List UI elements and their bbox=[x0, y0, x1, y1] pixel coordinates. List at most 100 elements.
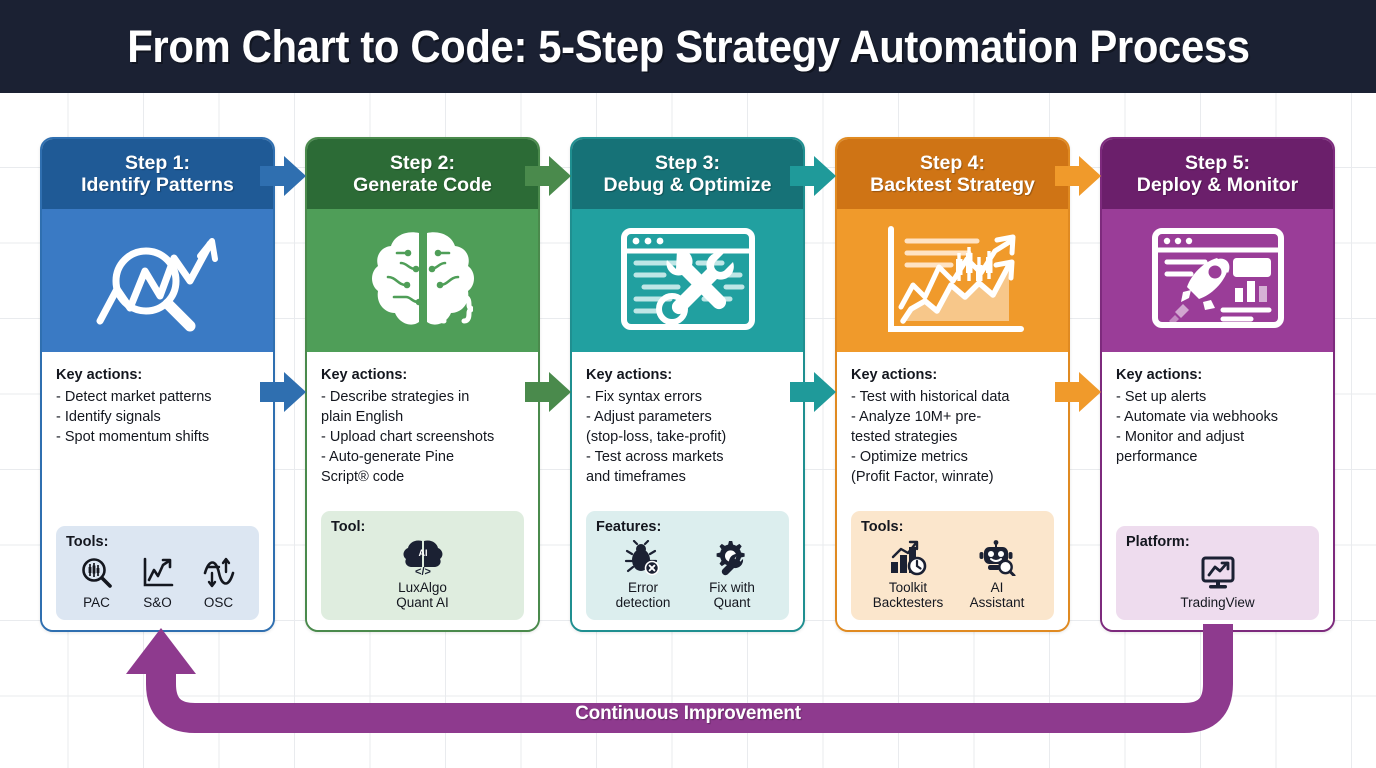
tool-osc[interactable]: OSC bbox=[188, 554, 248, 610]
list-item: - Test with historical data bbox=[851, 389, 1010, 405]
step-5-number: Step 5: bbox=[1184, 151, 1250, 174]
monitor-chart-icon bbox=[1198, 554, 1238, 592]
list-item: - Detect market patterns bbox=[56, 389, 212, 405]
list-item: (stop-loss, take-profit) bbox=[586, 429, 727, 445]
connector-arrow-3-mid bbox=[790, 372, 836, 412]
tool-label: TradingView bbox=[1180, 594, 1255, 610]
platform-tradingview[interactable]: TradingView bbox=[1126, 554, 1309, 610]
list-item: - Upload chart screenshots bbox=[321, 429, 495, 445]
svg-text:</>: </> bbox=[415, 566, 431, 578]
step-2-icon-band bbox=[307, 209, 538, 352]
step-4-header: Step 4: Backtest Strategy bbox=[837, 139, 1068, 209]
svg-text:AI: AI bbox=[418, 548, 427, 558]
tool-label: AI Assistant bbox=[969, 579, 1025, 610]
bar-chart-clock-icon bbox=[888, 539, 928, 577]
tool-label: Fix with Quant bbox=[709, 579, 755, 610]
list-item: (Profit Factor, winrate) bbox=[851, 469, 994, 485]
list-item: - Auto-generate Pine bbox=[321, 449, 455, 465]
step-card-4[interactable]: Step 4: Backtest Strategy Key act bbox=[835, 137, 1070, 632]
oscillator-wave-icon bbox=[202, 554, 236, 592]
tool-toolkit-backtesters[interactable]: Toolkit Backtesters bbox=[866, 539, 950, 610]
step-4-number: Step 4: bbox=[919, 151, 985, 174]
step-4-tools-heading: Tools: bbox=[861, 518, 904, 535]
list-item: - Set up alerts bbox=[1116, 389, 1207, 405]
tool-luxalgo-quant-ai[interactable]: AI </> LuxAlgo Quant AI bbox=[331, 539, 514, 610]
step-3-features-heading: Features: bbox=[596, 518, 662, 535]
step-1-actions-heading: Key actions: bbox=[56, 367, 143, 383]
list-item: - Adjust parameters bbox=[586, 409, 712, 425]
step-2-number: Step 2: bbox=[389, 151, 455, 174]
tool-label: S&O bbox=[143, 594, 172, 610]
list-item: plain English bbox=[321, 409, 404, 425]
connector-arrow-1-mid bbox=[260, 372, 306, 412]
connector-arrow-2-mid bbox=[525, 372, 571, 412]
list-item: - Spot momentum shifts bbox=[56, 429, 210, 445]
list-item: - Test across markets bbox=[586, 449, 724, 465]
list-item: - Analyze 10M+ pre- bbox=[851, 409, 982, 425]
rocket-dashboard-icon bbox=[1151, 227, 1284, 328]
step-card-1[interactable]: Step 1: Identify Patterns Key actions: -… bbox=[40, 137, 275, 632]
step-5-body: Key actions: - Set up alerts - Automate … bbox=[1102, 352, 1333, 630]
step-1-tools-box: Tools: PAC bbox=[56, 525, 259, 620]
tool-label: OSC bbox=[203, 594, 234, 610]
list-item: Script® code bbox=[321, 469, 405, 485]
list-item: - Optimize metrics bbox=[851, 449, 968, 465]
step-card-2[interactable]: Step 2: Generate Code bbox=[305, 137, 540, 632]
step-5-actions-list: - Set up alerts - Automate via webhooks … bbox=[1116, 387, 1319, 467]
connector-arrow-4-mid bbox=[1055, 372, 1101, 412]
step-3-body: Key actions: - Fix syntax errors - Adjus… bbox=[572, 352, 803, 630]
robot-magnifier-icon bbox=[977, 539, 1017, 577]
bug-error-icon bbox=[624, 539, 662, 577]
step-3-name: Debug & Optimize bbox=[603, 174, 772, 196]
step-2-header: Step 2: Generate Code bbox=[307, 139, 538, 209]
tool-sando[interactable]: S&O bbox=[127, 554, 187, 610]
tool-label: Toolkit Backtesters bbox=[872, 579, 944, 610]
tool-label: LuxAlgo Quant AI bbox=[396, 579, 449, 610]
ai-brain-code-icon bbox=[371, 231, 474, 325]
page-title: From Chart to Code: 5-Step Strategy Auto… bbox=[126, 20, 1250, 72]
list-item: - Identify signals bbox=[56, 409, 161, 425]
step-1-header: Step 1: Identify Patterns bbox=[42, 139, 273, 209]
backtest-chart-icon bbox=[887, 225, 1024, 332]
connector-arrow-4-top bbox=[1055, 156, 1101, 196]
list-item: tested strategies bbox=[851, 429, 958, 445]
step-3-header: Step 3: Debug & Optimize bbox=[572, 139, 803, 209]
step-1-body: Key actions: - Detect market patterns - … bbox=[42, 352, 273, 630]
ai-brain-chip-icon: AI </> bbox=[401, 539, 445, 578]
step-3-number: Step 3: bbox=[654, 151, 720, 174]
connector-arrow-3-top bbox=[790, 156, 836, 196]
step-card-5[interactable]: Step 5: Deploy & Monitor bbox=[1100, 137, 1335, 632]
step-4-icon-band bbox=[837, 209, 1068, 352]
step-card-3[interactable]: Step 3: Debug & Optimize bbox=[570, 137, 805, 632]
title-bar: From Chart to Code: 5-Step Strategy Auto… bbox=[0, 0, 1376, 93]
list-item: - Fix syntax errors bbox=[586, 389, 703, 405]
step-5-platform-box: Platform: TradingView bbox=[1116, 525, 1319, 620]
tool-label: Error detection bbox=[615, 579, 671, 610]
feature-fix-with-quant[interactable]: Fix with Quant bbox=[690, 539, 774, 610]
step-3-icon-band bbox=[572, 209, 803, 352]
step-1-number: Step 1: bbox=[124, 151, 190, 174]
gear-wrench-icon bbox=[713, 539, 751, 577]
list-item: - Automate via webhooks bbox=[1116, 409, 1279, 425]
step-5-actions-heading: Key actions: bbox=[1116, 367, 1203, 383]
step-3-tools-box: Features: bbox=[586, 510, 789, 620]
step-5-platform-heading: Platform: bbox=[1126, 533, 1190, 550]
continuous-improvement-loop bbox=[126, 624, 1233, 733]
step-2-tools-heading: Tool: bbox=[331, 518, 366, 535]
step-4-actions-heading: Key actions: bbox=[851, 367, 938, 383]
step-4-body: Key actions: - Test with historical data… bbox=[837, 352, 1068, 630]
tool-pac[interactable]: PAC bbox=[66, 554, 126, 610]
list-item: - Describe strategies in bbox=[321, 389, 470, 405]
feature-error-detection[interactable]: Error detection bbox=[601, 539, 685, 610]
connector-arrow-1-top bbox=[260, 156, 306, 196]
step-2-actions-heading: Key actions: bbox=[321, 367, 408, 383]
line-chart-arrow-icon bbox=[141, 554, 175, 592]
step-1-name: Identify Patterns bbox=[81, 174, 234, 196]
magnifier-chart-icon bbox=[96, 237, 218, 331]
list-item: performance bbox=[1116, 449, 1198, 465]
step-2-actions-list: - Describe strategies in plain English -… bbox=[321, 387, 524, 487]
step-5-icon-band bbox=[1102, 209, 1333, 352]
tool-ai-assistant[interactable]: AI Assistant bbox=[955, 539, 1039, 610]
step-5-header: Step 5: Deploy & Monitor bbox=[1102, 139, 1333, 209]
